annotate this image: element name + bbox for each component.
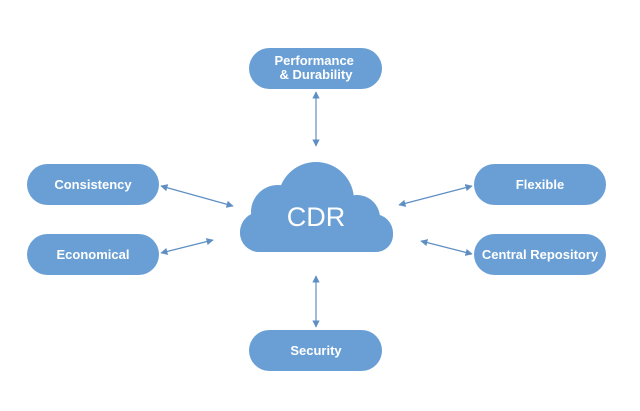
cloud-icon [240,162,393,252]
cloud-label: CDR [287,202,346,232]
node-consistency-shape [27,164,159,205]
connector-central-repository [420,239,473,256]
node-performance-line2: & Durability [280,67,354,82]
cdr-cloud: CDR [240,162,393,252]
node-performance-line1: Performance [274,53,353,68]
node-flexible: Flexible [474,164,606,205]
node-central-repository-label: Central Repository [482,247,599,262]
node-security: Security [249,330,382,371]
node-consistency: Consistency [27,164,159,205]
node-economical-label: Economical [57,247,130,262]
connector-consistency [160,184,234,208]
node-economical: Economical [27,234,159,275]
node-economical-shape [27,234,159,275]
node-flexible-shape [474,164,606,205]
node-performance-durability: Performance & Durability [249,48,382,89]
node-performance-label: Performance & Durability [274,53,357,82]
node-central-repository-shape [474,234,606,275]
connector-economical [160,238,214,255]
node-flexible-label: Flexible [516,177,564,192]
node-security-label: Security [290,343,342,358]
node-central-repository: Central Repository [474,234,606,275]
node-consistency-label: Consistency [54,177,132,192]
connector-flexible [398,184,473,207]
node-performance-shape [249,48,382,89]
node-security-shape [249,330,382,371]
